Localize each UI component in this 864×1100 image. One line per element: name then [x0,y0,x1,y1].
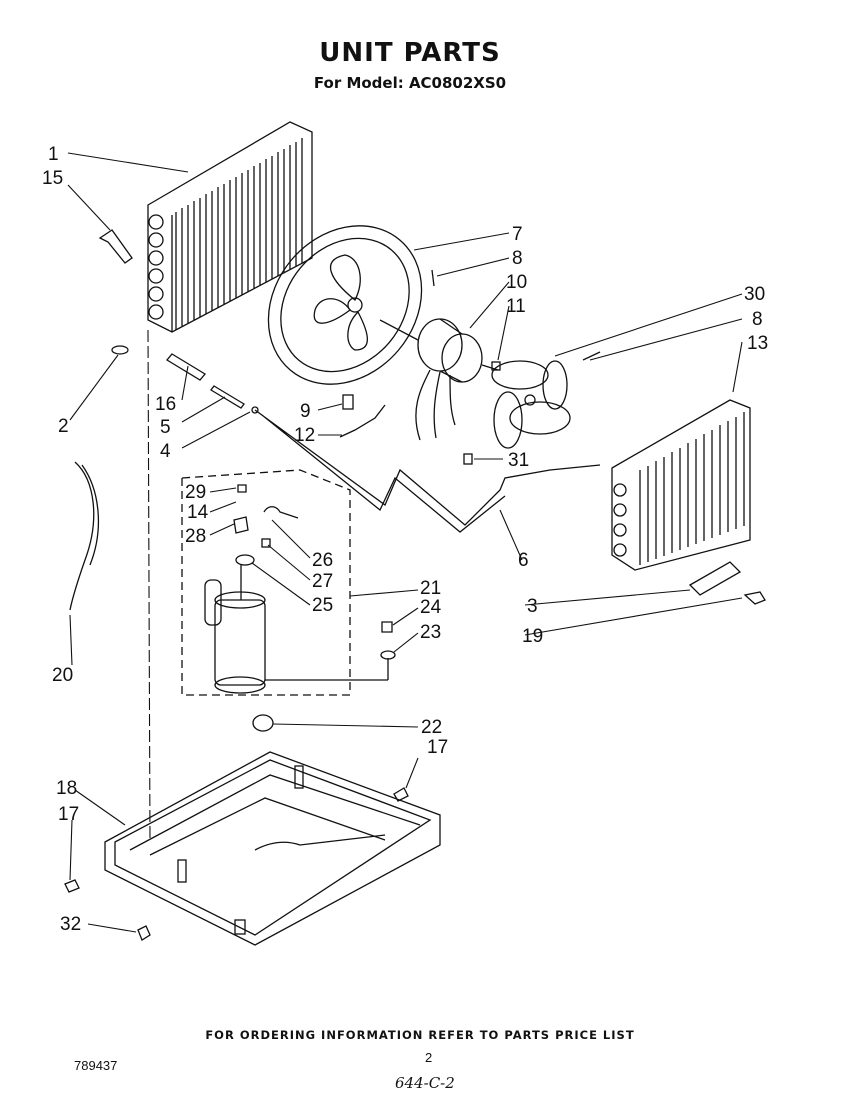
part-17-screw-left [64,879,80,893]
page-number: 2 [425,1050,433,1065]
part-9-bracket [342,394,354,410]
callout-19: 19 [522,626,543,647]
part-24-nut [381,621,393,633]
callout-10: 10 [506,272,527,293]
part-5-tube [210,385,245,409]
callout-32: 32 [60,914,81,935]
callout-4: 4 [160,441,171,462]
document-number: 789437 [74,1058,118,1073]
callout-20: 20 [52,665,73,686]
callout-17-left: 17 [58,804,79,825]
callout-5: 5 [160,417,171,438]
handwritten-note: 644-C-2 [395,1074,455,1092]
callout-31: 31 [508,450,529,471]
callout-25: 25 [312,595,333,616]
model-subtitle: For Model: AC0802XS0 [313,74,507,92]
part-23-grommet [380,650,396,660]
part-25-terminal [235,554,255,566]
callout-9: 9 [300,401,311,422]
evaporator-coil [611,399,751,571]
part-20-wire-harness [69,461,99,611]
part-29-nut [237,484,247,493]
callout-17-right: 17 [427,737,448,758]
callout-18: 18 [56,778,77,799]
fan-shroud [267,225,423,385]
callout-21: 21 [420,578,441,599]
callout-26: 26 [312,550,333,571]
callout-14: 14 [187,502,209,523]
part-22-mount [252,714,274,732]
part-2-grommet [111,345,129,355]
part-31-clip [463,453,473,465]
page-title: UNIT PARTS [319,38,501,68]
fan-motor [379,318,499,441]
callout-2: 2 [58,416,69,437]
part-32-clip [137,925,151,941]
part-11-clip [491,361,501,371]
part-17-screw-right [393,787,409,802]
part-4-clip [251,406,259,414]
callout-15: 15 [42,168,63,189]
callout-8-right: 8 [752,309,763,330]
callout-24: 24 [420,597,442,618]
part-27-clip [261,538,271,548]
part-19-clip [743,591,766,605]
callout-27: 27 [312,571,333,592]
part-3-bracket [688,561,742,596]
callout-16: 16 [155,394,176,415]
compressor [204,565,266,694]
callout-7: 7 [512,224,523,245]
part-8-spring [582,351,601,361]
callout-29: 29 [185,482,206,503]
callout-3: 3 [527,596,538,617]
callout-1: 1 [48,144,59,165]
callout-8-top: 8 [512,248,523,269]
part-28-cover [233,516,249,534]
callout-28: 28 [185,526,206,547]
part-12-harness [339,404,386,438]
part-26-overload [263,506,299,519]
part-15-tube [98,229,133,264]
callout-6: 6 [518,550,529,571]
ordering-note: FOR ORDERING INFORMATION REFER TO PARTS … [205,1028,635,1042]
callout-22: 22 [421,717,442,738]
callout-23: 23 [420,622,441,643]
part-16-tube [166,353,206,381]
blower-fan [491,360,571,449]
callout-11: 11 [506,296,526,317]
base-pan [104,751,441,946]
callout-30: 30 [744,284,765,305]
condenser-coil [147,121,313,333]
part-8-screw [431,269,435,287]
compressor-group-outline [181,469,351,696]
callout-13: 13 [747,333,768,354]
part-6-tubing [254,409,601,533]
callout-12: 12 [294,425,315,446]
